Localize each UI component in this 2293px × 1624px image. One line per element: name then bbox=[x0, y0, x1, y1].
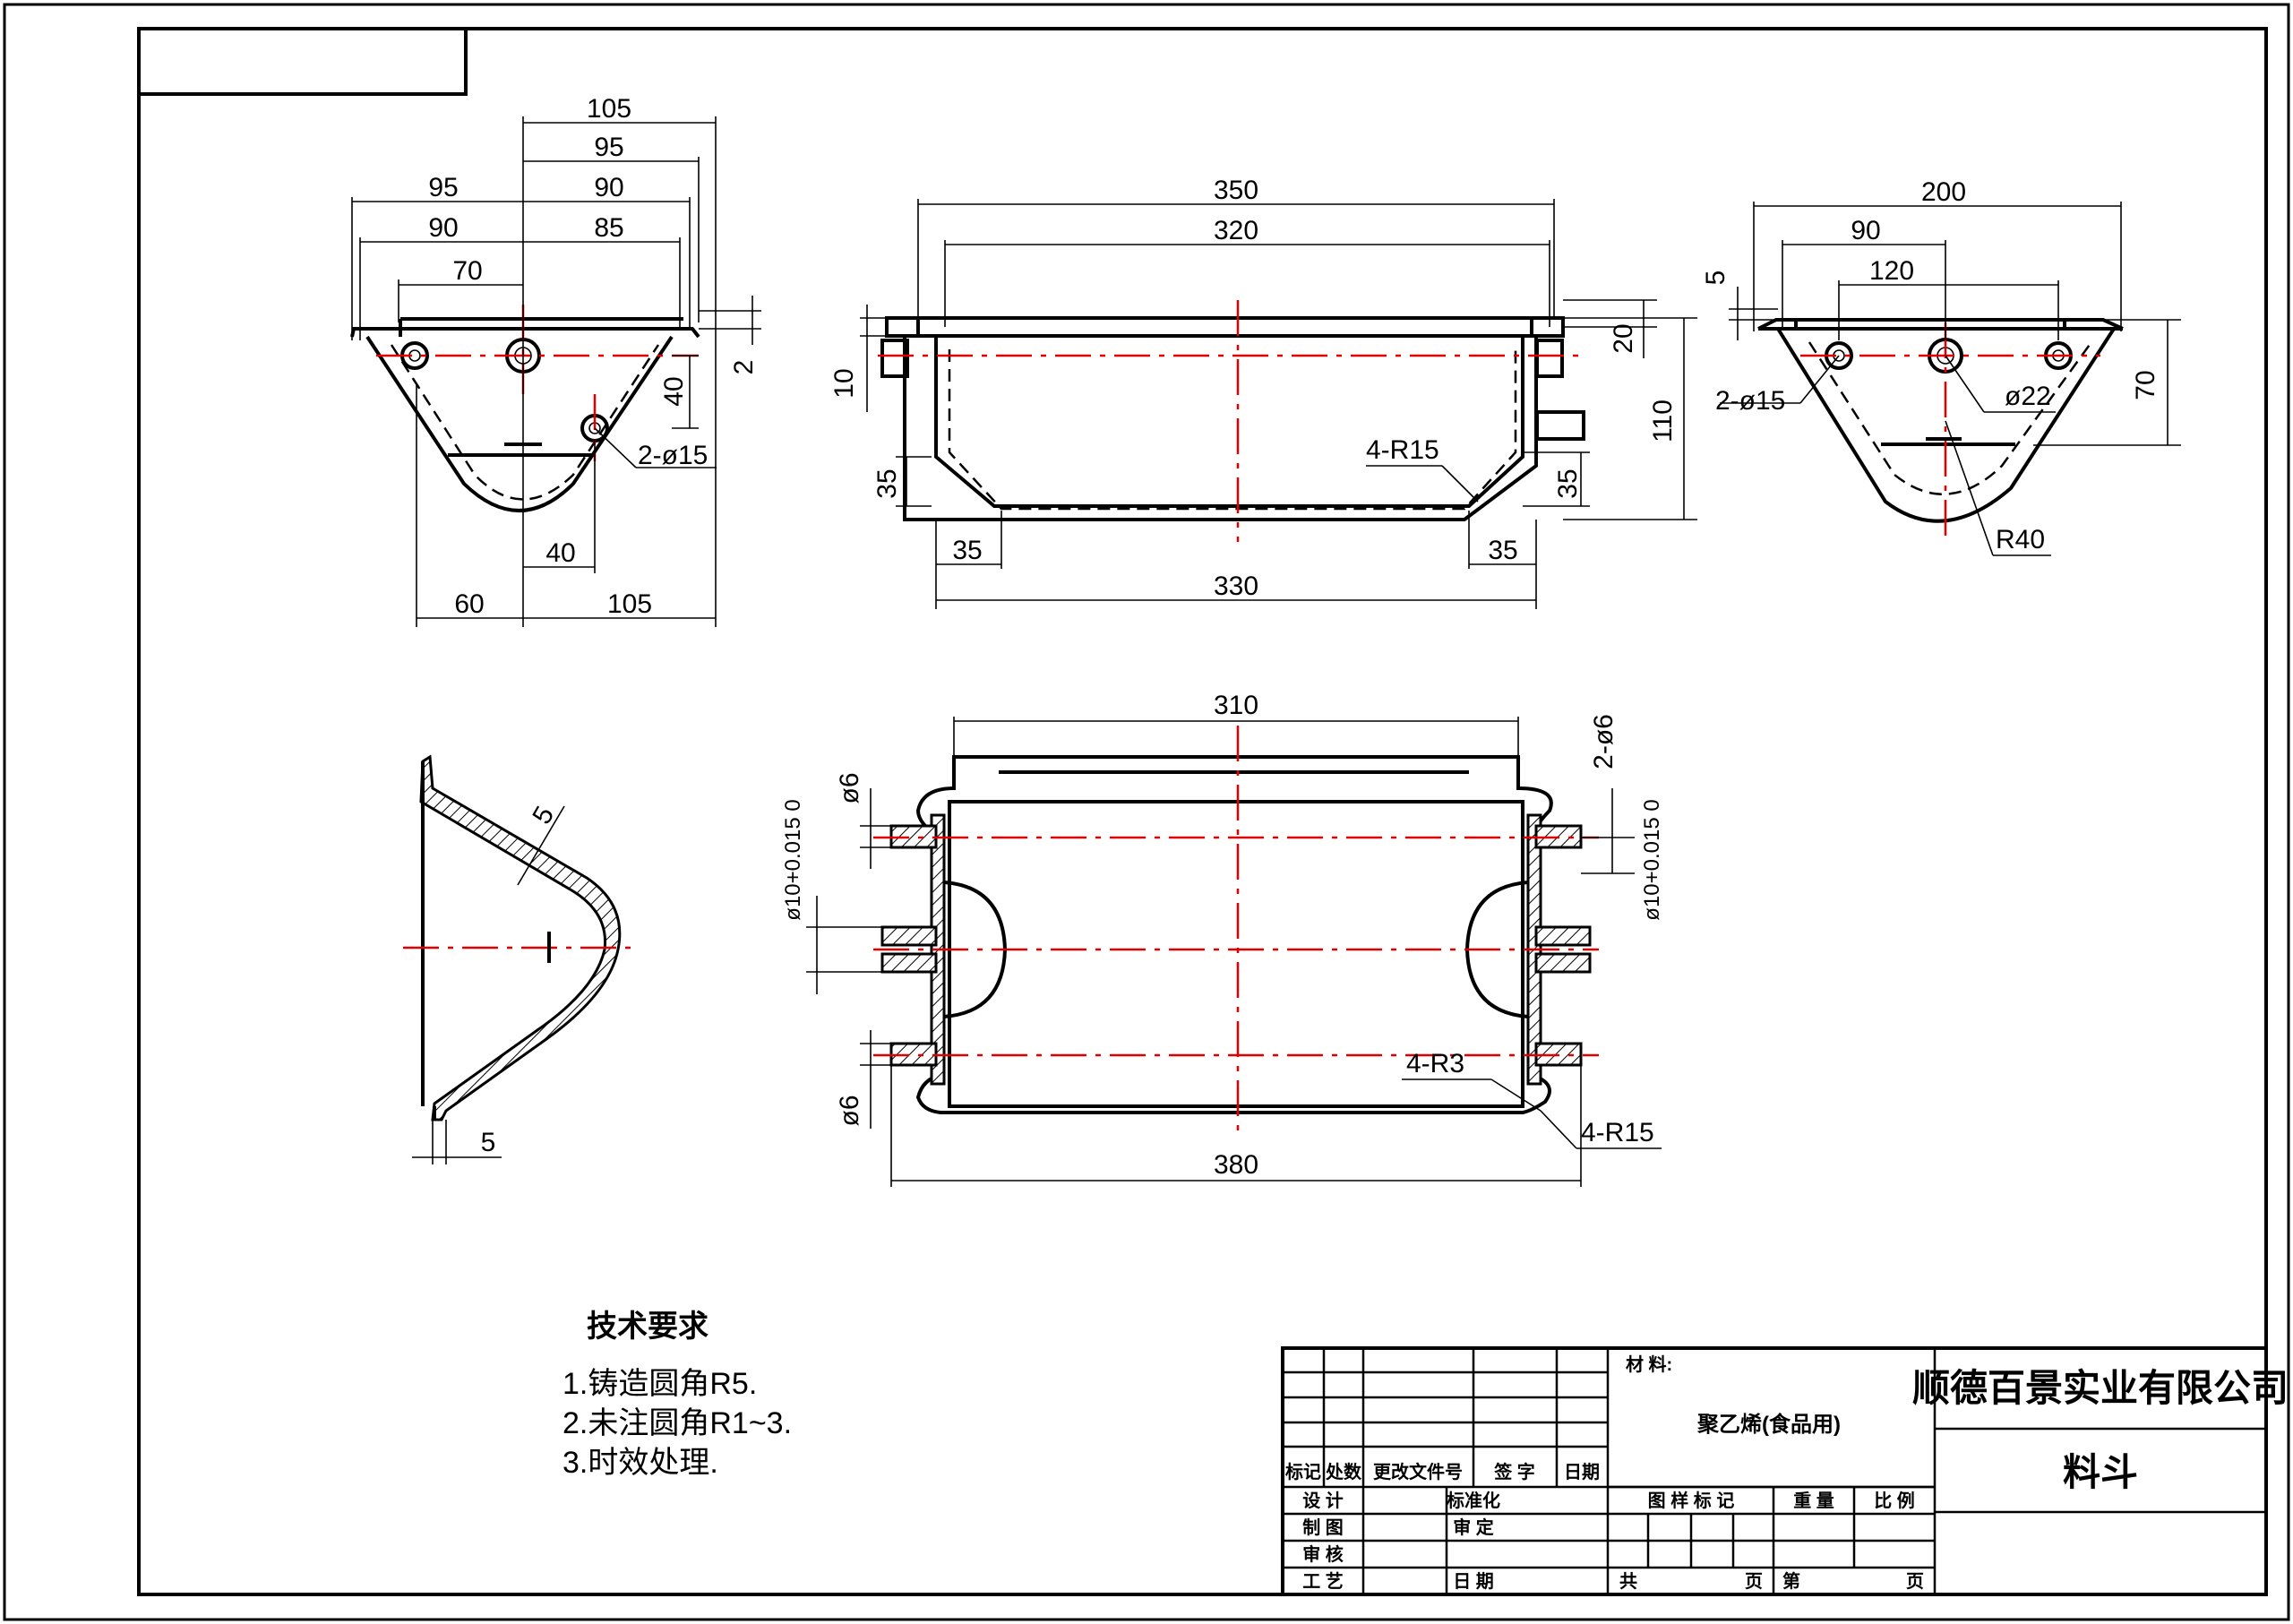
dim-thickness-5-bottom: 5 bbox=[481, 1128, 496, 1157]
front-view: 350 320 10 20 110 35 35 35 35 330 4-R15 bbox=[829, 176, 1697, 609]
dim-350: 350 bbox=[1214, 176, 1258, 205]
dim-35-left-vertical: 35 bbox=[872, 468, 902, 498]
tb-approve: 审 定 bbox=[1453, 1517, 1494, 1538]
dim-310: 310 bbox=[1214, 691, 1258, 720]
hole-callout-2-d15: 2-ø15 bbox=[638, 441, 708, 470]
dim-120: 120 bbox=[1869, 256, 1914, 286]
dim-90-right: 90 bbox=[594, 173, 623, 202]
radius-callout-4-r3: 4-R3 bbox=[1406, 1049, 1464, 1078]
tb-check: 审 核 bbox=[1302, 1543, 1344, 1565]
dim-d10-tolerance-left: ø10+0.015 0 bbox=[781, 799, 805, 920]
dim-20: 20 bbox=[1609, 323, 1638, 353]
side-view: 200 90 120 5 70 2-ø15 ø22 R40 bbox=[1701, 177, 2181, 556]
tb-header-mark: 标记 bbox=[1285, 1462, 1321, 1482]
tb-header-count: 处数 bbox=[1325, 1461, 1362, 1482]
dim-35-right-vertical: 35 bbox=[1553, 468, 1583, 498]
top-left-view: 105 95 95 90 90 85 70 2 40 40 60 105 2-ø… bbox=[350, 94, 761, 627]
dim-thickness-5-angled: 5 bbox=[527, 802, 560, 829]
tb-header-sign: 签 字 bbox=[1493, 1461, 1535, 1482]
radius-callout-4-r15: 4-R15 bbox=[1581, 1118, 1654, 1147]
radius-callout-r40: R40 bbox=[1996, 525, 2045, 554]
note-item-2: 2.未注圆角R1~3. bbox=[563, 1406, 792, 1440]
section-view: 5 5 bbox=[403, 754, 636, 1164]
dim-d6-bottom: ø6 bbox=[835, 1095, 864, 1126]
technical-notes: 技术要求 1.铸造圆角R5. 2.未注圆角R1~3. 3.时效处理. bbox=[563, 1310, 792, 1480]
dim-5: 5 bbox=[1701, 271, 1730, 286]
tb-header-date: 日期 bbox=[1564, 1462, 1600, 1482]
dim-95-left: 95 bbox=[428, 173, 458, 202]
radius-callout-4-r15: 4-R15 bbox=[1366, 435, 1439, 465]
dim-85: 85 bbox=[594, 213, 623, 243]
tb-sheet-label: 第 bbox=[1782, 1570, 1800, 1592]
dim-380: 380 bbox=[1214, 1150, 1258, 1180]
inner-border bbox=[137, 27, 2268, 1596]
tb-material-label: 材 料: bbox=[1626, 1354, 1672, 1375]
title-block: 标记 处数 更改文件号 签 字 日期 设 计 制 图 审 核 工 艺 标准化 审… bbox=[1281, 1346, 2289, 1596]
hole-callout-d22: ø22 bbox=[2005, 382, 2051, 411]
tb-material-value: 聚乙烯(食品用) bbox=[1696, 1412, 1841, 1437]
dim-d6-top: ø6 bbox=[835, 772, 864, 803]
tb-company: 顺德百景实业有限公司 bbox=[1912, 1367, 2289, 1409]
tb-sheet-pages: 页 bbox=[1906, 1572, 1924, 1592]
dim-90: 90 bbox=[1851, 216, 1880, 245]
dim-70: 70 bbox=[2131, 370, 2160, 400]
dim-40-vertical: 40 bbox=[659, 376, 689, 406]
dim-2-d6: 2-ø6 bbox=[1589, 714, 1619, 769]
tb-part-name: 料斗 bbox=[2063, 1451, 2138, 1493]
tb-draw: 制 图 bbox=[1302, 1517, 1344, 1538]
dim-320: 320 bbox=[1214, 216, 1258, 245]
note-item-1: 1.铸造圆角R5. bbox=[563, 1367, 757, 1401]
notes-title: 技术要求 bbox=[587, 1310, 709, 1344]
dim-60: 60 bbox=[454, 589, 484, 619]
dim-330: 330 bbox=[1214, 571, 1258, 601]
tb-date: 日 期 bbox=[1453, 1571, 1494, 1592]
outer-border bbox=[3, 3, 2290, 1621]
corner-label-box bbox=[137, 27, 468, 96]
dim-35-right-horizontal: 35 bbox=[1488, 536, 1517, 565]
tb-scale: 比 例 bbox=[1874, 1490, 1915, 1511]
tb-header-change-doc: 更改文件号 bbox=[1373, 1461, 1463, 1482]
dim-10: 10 bbox=[829, 368, 859, 398]
dim-105-bottom: 105 bbox=[607, 589, 652, 619]
hole-callout-2-d15: 2-ø15 bbox=[1715, 386, 1785, 416]
dim-40-horizontal: 40 bbox=[545, 538, 575, 568]
dim-d10-tolerance-right: ø10+0.015 0 bbox=[1640, 799, 1664, 920]
dim-35-left-horizontal: 35 bbox=[952, 536, 982, 565]
dim-90-left: 90 bbox=[428, 213, 458, 243]
plan-view: 310 380 ø6 ø6 2-ø6 ø10+0.015 0 ø10+0.015… bbox=[781, 691, 1664, 1187]
tb-total-pages: 页 bbox=[1745, 1572, 1763, 1592]
tb-weight: 重 量 bbox=[1793, 1491, 1834, 1511]
tb-design: 设 计 bbox=[1302, 1491, 1344, 1511]
tb-drawing-mark: 图 样 标 记 bbox=[1648, 1490, 1735, 1511]
dim-70: 70 bbox=[452, 256, 482, 286]
tb-standard: 标准化 bbox=[1447, 1490, 1500, 1511]
dim-95-right: 95 bbox=[594, 133, 623, 162]
dim-110: 110 bbox=[1648, 400, 1678, 443]
tb-process: 工 艺 bbox=[1302, 1571, 1344, 1592]
dim-105-top: 105 bbox=[587, 94, 631, 124]
dim-200: 200 bbox=[1921, 177, 1966, 207]
tb-total-label: 共 bbox=[1619, 1571, 1637, 1592]
dim-2: 2 bbox=[729, 360, 759, 375]
note-item-3: 3.时效处理. bbox=[563, 1446, 718, 1480]
